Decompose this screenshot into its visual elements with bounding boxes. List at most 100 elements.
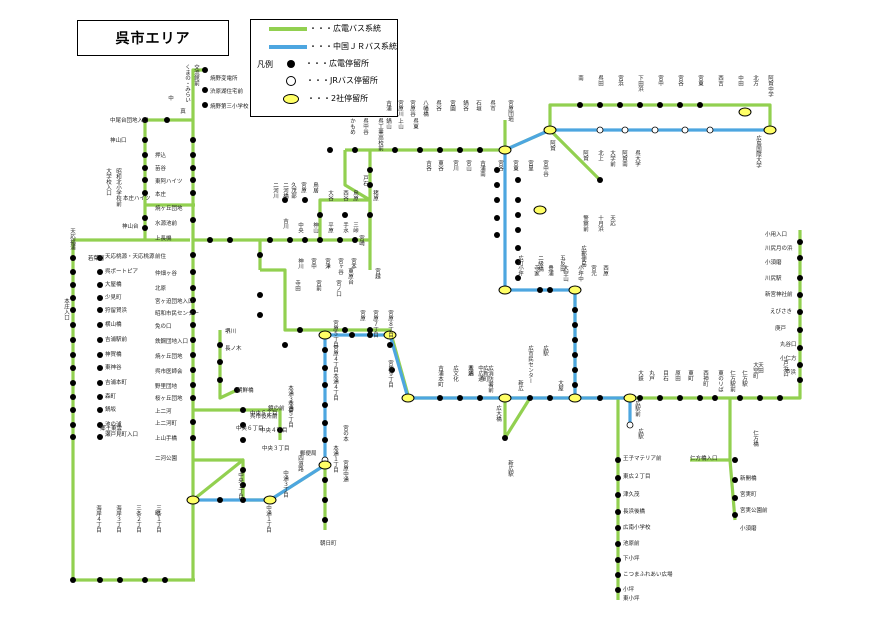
hiroden-stop-marker: [437, 395, 443, 401]
legend-text: ・・・2社停留所: [307, 94, 369, 103]
hiroden-stop-marker: [97, 307, 103, 313]
stop-label: 宮原７丁目: [372, 309, 379, 339]
hiroden-stop-marker: [322, 517, 328, 523]
hiroden-stop-marker: [342, 212, 348, 218]
hiroden-stop-marker: [352, 147, 358, 153]
hiroden-stop-marker: [190, 137, 196, 143]
hiroden-stop-marker: [70, 365, 76, 371]
hiroden-stop-marker: [367, 212, 373, 218]
stop-label: 宮谷: [497, 159, 504, 173]
hiroden-stop-marker: [637, 102, 643, 108]
stop-label: 鳥居: [312, 181, 319, 195]
stop-label: 鍋山: [385, 117, 392, 131]
shared-stop-marker: [318, 330, 332, 340]
stop-label: 小坪中: [577, 264, 584, 283]
stop-label: 呉市: [489, 100, 496, 113]
hiroden-stop-marker: [70, 307, 76, 313]
hiroden-stop-marker: [70, 255, 76, 261]
hiroden-stop-marker: [282, 197, 288, 203]
stop-label: 吉浦南: [479, 160, 486, 177]
hiroden-stop-marker: [97, 295, 103, 301]
hiroden-stop-marker: [240, 482, 246, 488]
stop-label: 新宮神社前: [765, 290, 793, 298]
hiroden-stop-marker: [615, 587, 621, 593]
hiroden-stop-marker: [217, 497, 223, 503]
hiroden-stop-marker: [797, 362, 803, 368]
stop-label: 吉浦: [385, 100, 392, 113]
hiroden-stop-marker: [97, 365, 103, 371]
stop-label: 津久茂: [623, 490, 640, 498]
hiroden-stop-marker: [190, 352, 196, 358]
shared-stop-marker: [533, 205, 547, 215]
stop-label: 宮本: [350, 257, 357, 271]
hiroden-stop-marker: [797, 327, 803, 333]
legend-item-yellow-stop: ・・・2社停留所: [269, 93, 368, 104]
hiroden-stop-marker: [322, 402, 328, 408]
stop-label: 西原: [602, 265, 609, 277]
hiroden-stop-marker: [494, 182, 500, 188]
shared-stop-marker: [401, 393, 415, 403]
stop-label: 仲畑ヶ谷: [155, 269, 178, 277]
stop-label: 中央２丁目: [237, 471, 244, 501]
stop-label: 水源池前: [155, 219, 178, 227]
shared-stop-marker: [498, 393, 512, 403]
hiroden-stop-marker: [342, 327, 348, 333]
route-line: [343, 150, 371, 202]
stop-label: 広文化: [452, 364, 459, 383]
hiroden-stop-marker: [615, 475, 621, 481]
hiroden-stop-marker: [190, 337, 196, 343]
stop-label: 天応桃源・天応桃源: [105, 252, 155, 260]
stop-label: 宮の本: [342, 424, 349, 443]
hiroden-stop-marker: [97, 434, 103, 440]
shared-stop-marker: [498, 145, 512, 155]
stop-label: 王子マテリア前: [623, 454, 662, 462]
hiroden-stop-marker: [240, 497, 246, 503]
stop-label: 呉中谷: [362, 118, 369, 136]
stop-label: 東神谷: [105, 363, 122, 371]
hiroden-stop-marker: [322, 347, 328, 353]
stop-label: 中田: [737, 74, 744, 88]
hiroden-stop-marker: [164, 117, 170, 123]
hiroden-stop-marker: [615, 541, 621, 547]
stop-label: 昭和北小学校前: [115, 168, 122, 208]
stop-label: 中央６丁目: [236, 424, 264, 432]
stop-label: 西谷: [342, 190, 349, 203]
hiroden-stop-marker: [494, 232, 500, 238]
stop-label: 神山: [312, 221, 319, 235]
hiroden-stop-marker: [322, 420, 328, 426]
stop-label: 小須磨: [765, 258, 782, 266]
hiroden-stop-marker: [547, 395, 553, 401]
hiroden-stop-marker: [190, 309, 196, 315]
stop-label: 新広: [517, 379, 524, 393]
stop-label: 西神町: [702, 370, 709, 387]
stop-label: 呉田: [597, 75, 604, 88]
legend-text: ・・・中国ＪＲバス系統: [309, 42, 397, 51]
stop-label: 本通５丁目: [287, 399, 294, 429]
hiroden-stop-marker: [190, 269, 196, 275]
stop-label: 宮原５丁目: [332, 319, 339, 349]
hiroden-stop-marker: [142, 137, 148, 143]
hiroden-stop-marker: [617, 102, 623, 108]
stop-label: 上長機: [155, 234, 172, 242]
stop-label: 町: [155, 510, 161, 517]
shared-stop-marker: [763, 125, 777, 135]
stop-label: 川尻駅: [765, 275, 782, 282]
stop-label: 吉川: [282, 218, 289, 230]
stop-label: 広南小学校: [623, 523, 651, 531]
stop-label: 長ノ木: [225, 344, 242, 352]
stop-label: 広消防署前: [487, 364, 494, 394]
jr-stop-marker: [626, 421, 634, 429]
stop-label: くまの・みらい: [184, 64, 191, 103]
stop-label: 仁方橋: [752, 429, 759, 448]
hiroden-stop-marker: [527, 395, 533, 401]
stop-label: 南: [577, 74, 584, 81]
hiroden-stop-marker: [317, 212, 323, 218]
stop-label: 宮ヶ迫団地入口: [155, 297, 194, 305]
stop-label: 宮園: [449, 99, 456, 113]
stop-label: 森町: [105, 392, 117, 400]
stop-label: 野里団地: [155, 382, 178, 390]
hiroden-stop-marker: [494, 215, 500, 221]
hiroden-stop-marker: [597, 102, 603, 108]
stop-label: 東谷: [437, 159, 444, 173]
